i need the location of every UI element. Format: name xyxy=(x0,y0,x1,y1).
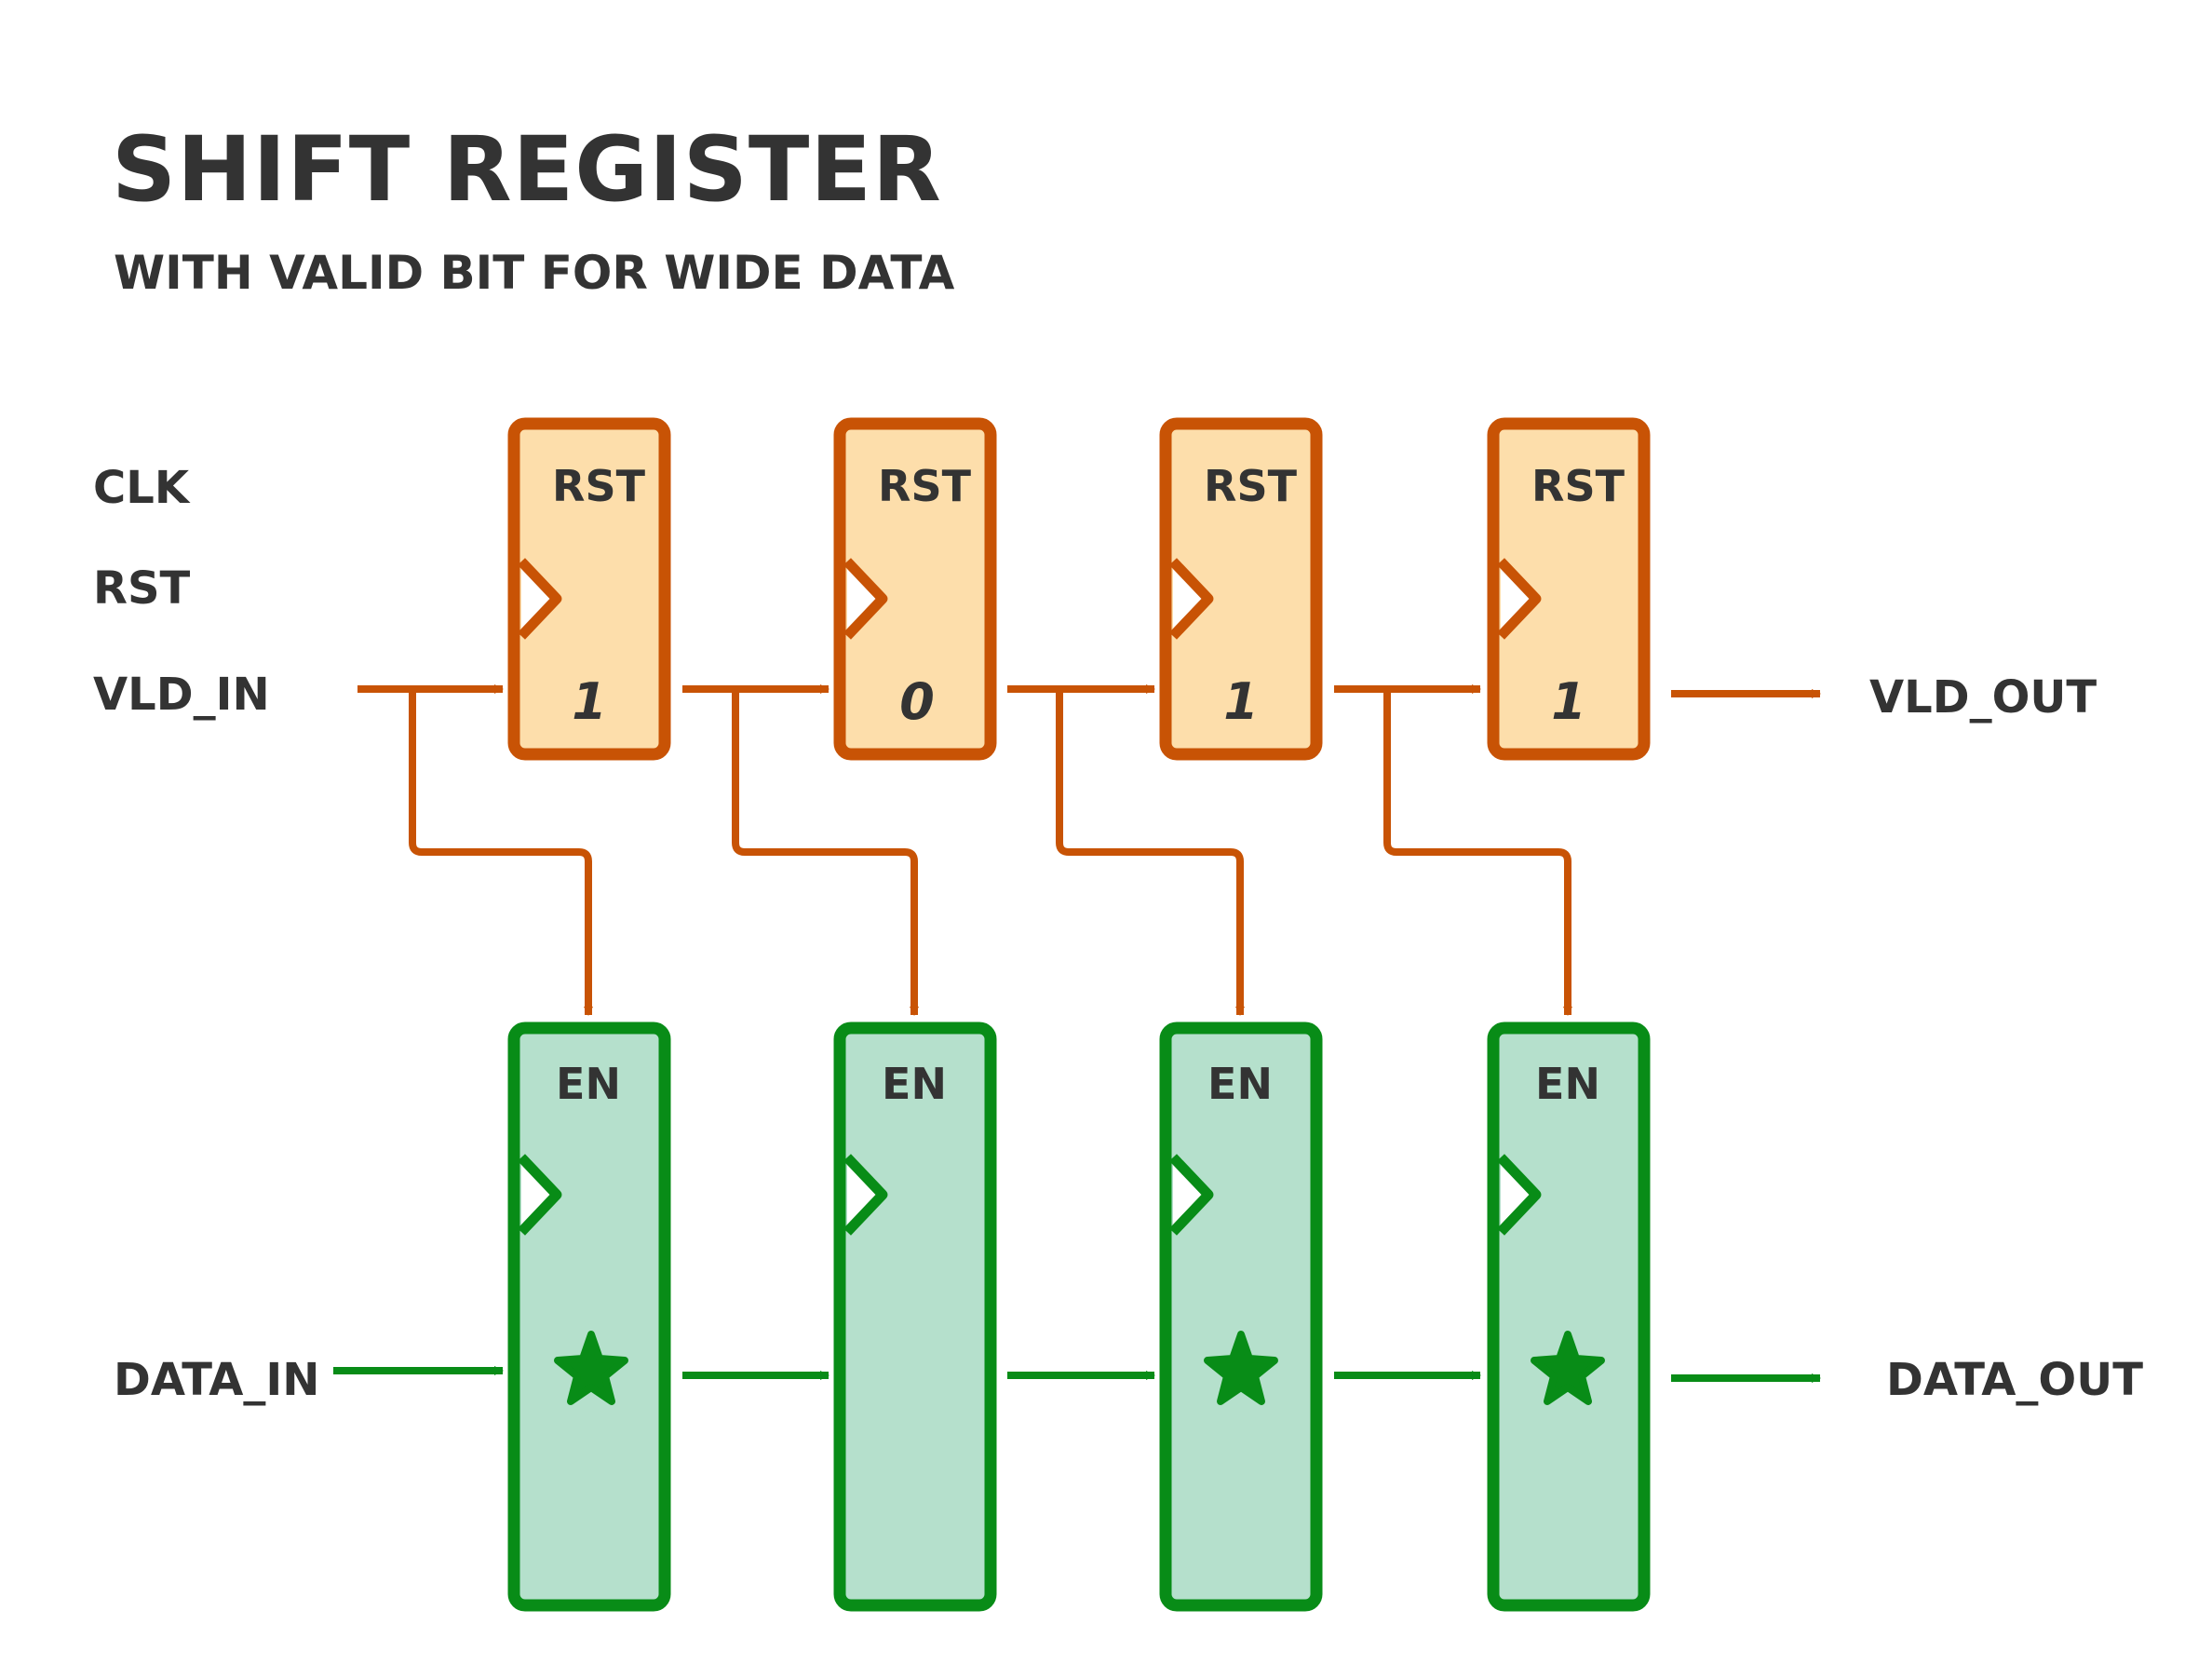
data-register-label: EN xyxy=(556,1059,621,1109)
data-register-4: EN xyxy=(1487,1021,1651,1612)
data-register-box xyxy=(507,1021,671,1612)
enable-wire-1 xyxy=(409,689,593,1016)
clk-label: CLK xyxy=(93,462,191,514)
data-chain-wires xyxy=(333,1366,1821,1383)
valid-register-label: RST xyxy=(1531,461,1625,511)
valid-register-box xyxy=(833,417,997,761)
star-icon xyxy=(1531,1331,1605,1405)
rst-label: RST xyxy=(93,562,191,615)
valid-register-box xyxy=(507,417,671,761)
star-icon xyxy=(554,1331,628,1405)
clock-input-icon xyxy=(518,558,562,640)
data-register-label: EN xyxy=(1207,1059,1273,1109)
valid-register-box xyxy=(1487,417,1651,761)
clock-input-icon xyxy=(518,1154,562,1236)
data-out-label: DATA_OUT xyxy=(1886,1354,2143,1406)
valid-register-1: RST 1 xyxy=(507,417,671,761)
clock-input-icon xyxy=(1497,1154,1542,1236)
enable-wire-2 xyxy=(732,689,919,1016)
data-register-2: EN xyxy=(833,1021,997,1612)
data-register-3: EN xyxy=(1159,1021,1323,1612)
valid-register-label: RST xyxy=(552,461,646,511)
valid-register-value: 1 xyxy=(1551,672,1586,731)
diagram-subtitle: WITH VALID BIT FOR WIDE DATA xyxy=(114,246,955,300)
valid-register-label: RST xyxy=(878,461,972,511)
valid-register-value: 1 xyxy=(1223,672,1259,731)
valid-register-value: 1 xyxy=(572,672,607,731)
valid-register-box xyxy=(1159,417,1323,761)
valid-register-value: 0 xyxy=(899,672,935,731)
star-icon xyxy=(1204,1331,1278,1405)
data-register-box xyxy=(1159,1021,1323,1612)
data-register-label: EN xyxy=(1535,1059,1600,1109)
valid-chain-wires xyxy=(357,684,1821,698)
data-in-label: DATA_IN xyxy=(114,1354,319,1406)
valid-register-4: RST 1 xyxy=(1487,417,1651,761)
data-register-label: EN xyxy=(882,1059,947,1109)
data-register-1: EN xyxy=(507,1021,671,1612)
vld-in-label: VLD_IN xyxy=(93,669,270,721)
clock-input-icon xyxy=(1169,1154,1214,1236)
valid-register-2: RST 0 xyxy=(833,417,997,761)
clock-input-icon xyxy=(843,558,888,640)
vld-out-label: VLD_OUT xyxy=(1869,671,2097,724)
enable-wire-4 xyxy=(1383,689,1572,1016)
data-register-box xyxy=(833,1021,997,1612)
valid-register-3: RST 1 xyxy=(1159,417,1323,761)
data-register-box xyxy=(1487,1021,1651,1612)
valid-register-label: RST xyxy=(1204,461,1298,511)
clock-input-icon xyxy=(1169,558,1214,640)
enable-wires xyxy=(409,689,1572,1016)
clock-input-icon xyxy=(1497,558,1542,640)
diagram-title: SHIFT REGISTER xyxy=(112,117,942,222)
clock-input-icon xyxy=(843,1154,888,1236)
enable-wire-3 xyxy=(1056,689,1245,1016)
